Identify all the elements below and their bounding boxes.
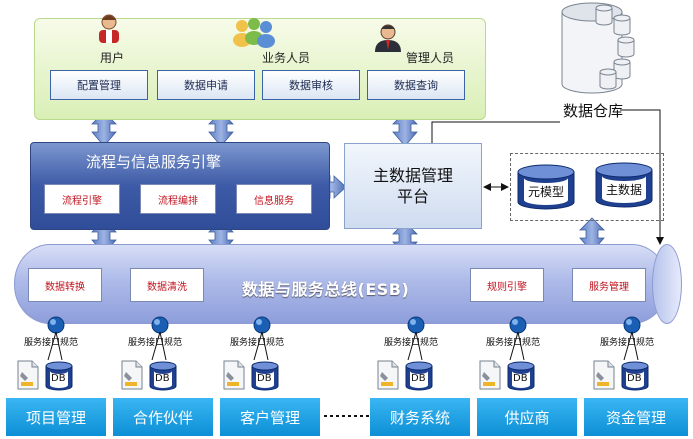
interface-spec-label: 服务接口规范 — [384, 338, 439, 348]
interface-connector-icon — [47, 316, 65, 334]
db-icon — [404, 360, 434, 392]
meta-model-cylinder[interactable] — [516, 164, 576, 210]
data-query-button[interactable]: 数据查询 — [367, 70, 465, 100]
data-warehouse-label: 数据仓库 — [563, 102, 624, 120]
config-file-icon — [592, 360, 616, 390]
db-icon — [148, 360, 178, 392]
warehouse-esb-link — [620, 109, 664, 245]
interface-link-lines — [151, 331, 167, 360]
db-label: DB — [155, 373, 170, 384]
esb-module-data-cleansing[interactable]: 数据清洗 — [130, 268, 204, 302]
manager-icon — [372, 24, 404, 52]
interface-spec-label: 服务接口规范 — [486, 338, 541, 348]
config-file-icon — [120, 360, 144, 390]
engine-module-info-service[interactable]: 信息服务 — [236, 184, 312, 214]
esb-bus — [14, 244, 668, 324]
config-file-icon — [222, 360, 246, 390]
db-icon — [44, 360, 74, 392]
interface-link-lines — [509, 331, 525, 360]
business-people-icon — [230, 16, 278, 48]
db-icon — [506, 360, 536, 392]
config-file-icon — [376, 360, 400, 390]
master-data-cylinder[interactable] — [594, 162, 654, 208]
system-partners[interactable]: 合作伙伴 — [113, 398, 213, 436]
db-icon — [250, 360, 280, 392]
db-label: DB — [513, 373, 528, 384]
esb-bus-end-cap — [652, 244, 682, 324]
mdm-title-line2: 平台 — [396, 187, 429, 206]
interface-spec-label: 服务接口规范 — [230, 338, 285, 348]
meta-model-label: 元模型 — [528, 185, 565, 199]
master-data-platform[interactable]: 主数据管理 平台 — [344, 143, 482, 229]
interface-link-lines — [407, 331, 423, 360]
interface-connector-icon — [509, 316, 527, 334]
system-fund-management[interactable]: 资金管理 — [584, 398, 688, 436]
system-finance[interactable]: 财务系统 — [370, 398, 470, 436]
user-icon — [96, 14, 122, 44]
interface-spec-label: 服务接口规范 — [128, 338, 183, 348]
esb-module-service-management[interactable]: 服务管理 — [572, 268, 646, 302]
interface-link-lines — [47, 331, 63, 360]
mdm-title-line1: 主数据管理 — [372, 166, 453, 185]
esb-module-rule-engine[interactable]: 规则引擎 — [470, 268, 544, 302]
models-group — [510, 153, 664, 221]
config-management-button[interactable]: 配置管理 — [50, 70, 148, 100]
role-label-manager: 管理人员 — [406, 51, 455, 65]
role-label-business: 业务人员 — [262, 51, 311, 65]
data-warehouse-icon[interactable] — [556, 0, 646, 100]
engine-title: 流程与信息服务引擎 — [86, 153, 222, 171]
engine-module-process-engine[interactable]: 流程引擎 — [44, 184, 120, 214]
db-icon — [620, 360, 650, 392]
system-customer-management[interactable]: 客户管理 — [220, 398, 320, 436]
db-label: DB — [411, 373, 426, 384]
engine-module-process-orchestration[interactable]: 流程编排 — [140, 184, 216, 214]
role-label-user: 用户 — [100, 51, 125, 65]
interface-spec-label: 服务接口规范 — [24, 338, 79, 348]
interface-link-lines — [253, 331, 269, 360]
interface-link-lines — [623, 331, 639, 360]
system-supplier[interactable]: 供应商 — [477, 398, 577, 436]
master-data-label: 主数据 — [606, 183, 643, 197]
interface-spec-label: 服务接口规范 — [600, 338, 655, 348]
warehouse-link — [431, 121, 560, 143]
esb-module-data-transform[interactable]: 数据转换 — [28, 268, 102, 302]
data-request-button[interactable]: 数据申请 — [157, 70, 255, 100]
data-review-button[interactable]: 数据审核 — [262, 70, 360, 100]
db-label: DB — [51, 373, 66, 384]
system-project-management[interactable]: 项目管理 — [6, 398, 106, 436]
esb-title: 数据与服务总线(ESB) — [242, 280, 410, 299]
db-label: DB — [257, 373, 272, 384]
config-file-icon — [16, 360, 40, 390]
config-file-icon — [478, 360, 502, 390]
db-label: DB — [627, 373, 642, 384]
